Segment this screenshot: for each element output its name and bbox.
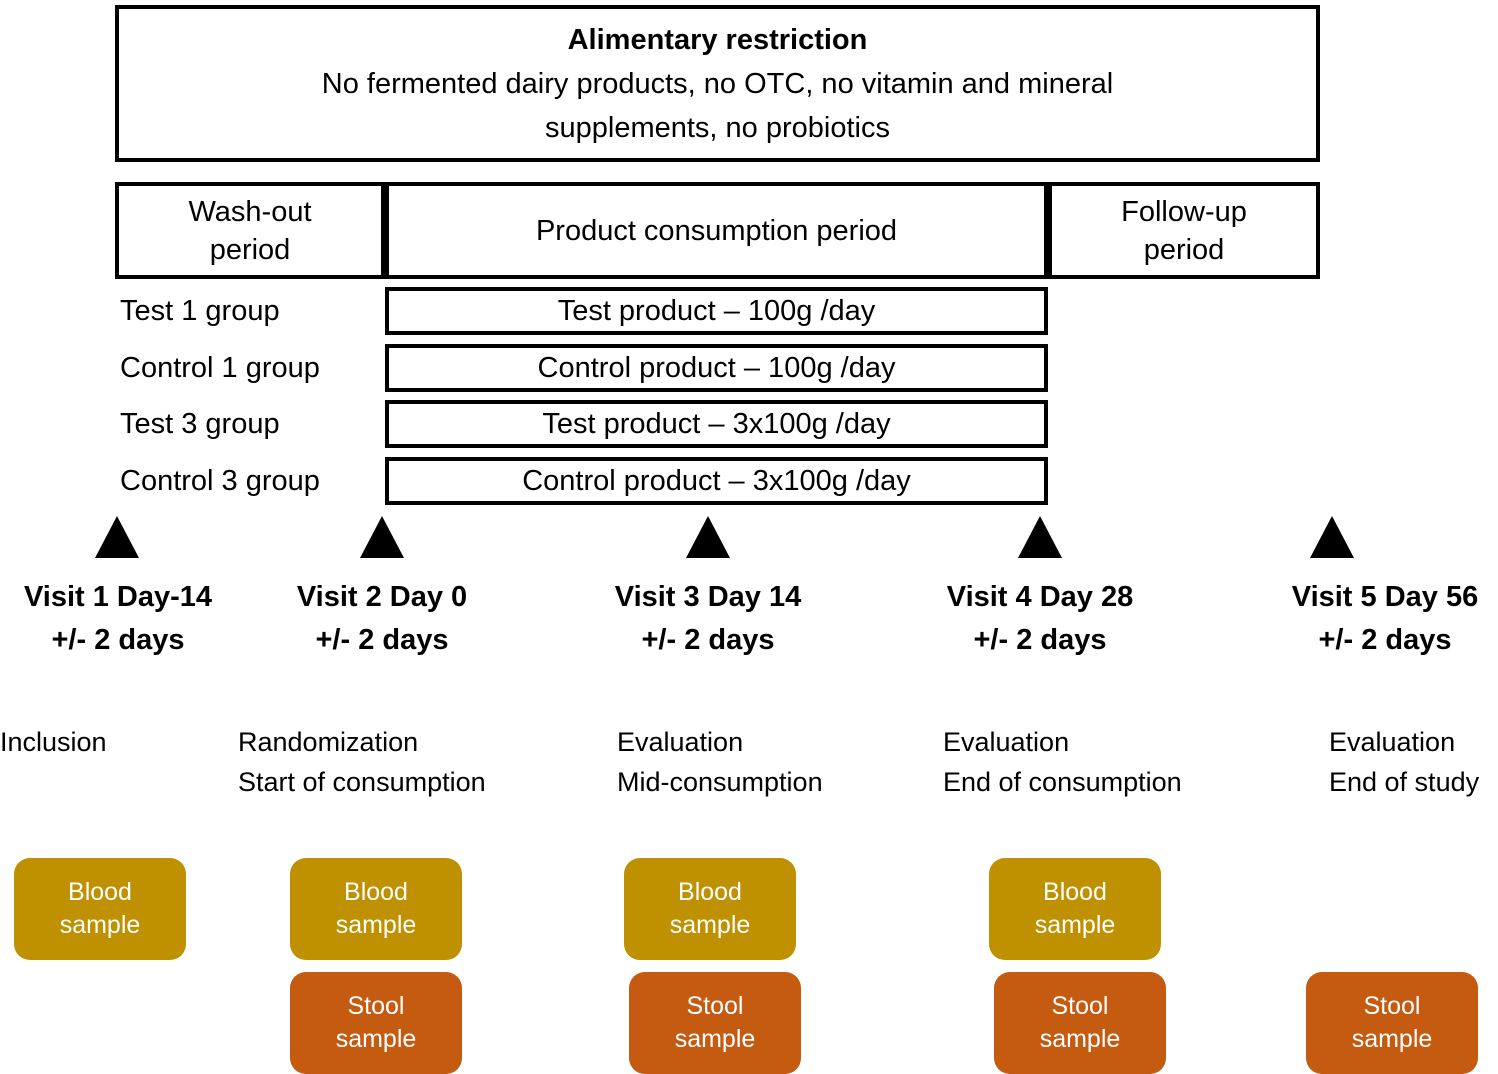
restriction-body: No fermented dairy products, no OTC, no … (321, 67, 1114, 144)
visit-5-activities: Evaluation End of study (1329, 722, 1479, 802)
group-bar-test1: Test product – 100g /day (385, 287, 1048, 335)
stool-sample-box-visit-2: Stool sample (290, 972, 462, 1074)
visit-1-name: Visit 1 Day-14 (23, 581, 213, 613)
blood-sample-box-visit-2: Blood sample (290, 858, 462, 960)
visit-2-activities: Randomization Start of consumption (238, 722, 486, 802)
stool-sample-label-visit-5: Stool sample (1351, 992, 1433, 1053)
washout-period-box: Wash-out period (115, 182, 385, 279)
group-label-control1: Control 1 group (120, 351, 320, 384)
alimentary-restriction-box: Alimentary restriction No fermented dair… (115, 5, 1320, 162)
visit-3-window: +/- 2 days (641, 624, 775, 656)
group-bar-test1-label: Test product – 100g /day (557, 294, 876, 327)
visit-2-window: +/- 2 days (315, 624, 449, 656)
visit-5-marker-triangle-icon (1310, 516, 1354, 558)
consumption-period-box: Product consumption period (385, 182, 1048, 279)
restriction-title: Alimentary restriction (567, 23, 868, 56)
visit-2-marker-triangle-icon (360, 516, 404, 558)
visit-3-activities: Evaluation Mid-consumption (617, 722, 823, 802)
visit-4-activities: Evaluation End of consumption (943, 722, 1182, 802)
visit-4-window: +/- 2 days (973, 624, 1107, 656)
group-bar-test3: Test product – 3x100g /day (385, 400, 1048, 448)
followup-period-label: Follow-up period (1121, 195, 1247, 266)
blood-sample-label-visit-3: Blood sample (669, 878, 751, 939)
visit-4-name: Visit 4 Day 28 (946, 581, 1134, 613)
visit-4-label: Visit 4 Day 28 +/- 2 days (920, 576, 1160, 662)
visit-1-label: Visit 1 Day-14 +/- 2 days (0, 576, 236, 662)
blood-sample-label-visit-1: Blood sample (59, 878, 141, 939)
visit-4-activity-line-2: End of consumption (943, 767, 1182, 797)
visit-1-marker-triangle-icon (95, 516, 139, 558)
blood-sample-label-visit-2: Blood sample (335, 878, 417, 939)
visit-1-activities: Inclusion (0, 722, 107, 762)
visit-5-window: +/- 2 days (1318, 624, 1452, 656)
visit-1-window: +/- 2 days (51, 624, 185, 656)
visit-1-activity-line-1: Inclusion (0, 727, 107, 757)
group-bar-control3-label: Control product – 3x100g /day (522, 464, 911, 497)
group-label-control3: Control 3 group (120, 464, 320, 497)
visit-2-name: Visit 2 Day 0 (296, 581, 468, 613)
group-bar-control1-label: Control product – 100g /day (537, 351, 896, 384)
blood-sample-label-visit-4: Blood sample (1034, 878, 1116, 939)
stool-sample-box-visit-3: Stool sample (629, 972, 801, 1074)
visit-4-activity-line-1: Evaluation (943, 727, 1070, 757)
visit-5-activity-line-1: Evaluation (1329, 727, 1456, 757)
visit-2-label: Visit 2 Day 0 +/- 2 days (262, 576, 502, 662)
blood-sample-box-visit-4: Blood sample (989, 858, 1161, 960)
visit-3-name: Visit 3 Day 14 (614, 581, 802, 613)
consumption-period-label: Product consumption period (535, 214, 898, 247)
group-bar-test3-label: Test product – 3x100g /day (542, 407, 891, 440)
visit-3-label: Visit 3 Day 14 +/- 2 days (588, 576, 828, 662)
visit-3-activity-line-1: Evaluation (617, 727, 744, 757)
visit-5-activity-line-2: End of study (1329, 767, 1480, 797)
visit-2-activity-line-2: Start of consumption (238, 767, 486, 797)
stool-sample-label-visit-4: Stool sample (1039, 992, 1121, 1053)
visit-3-marker-triangle-icon (686, 516, 730, 558)
visit-4-marker-triangle-icon (1018, 516, 1062, 558)
washout-period-label: Wash-out period (188, 195, 312, 266)
group-label-test3: Test 3 group (120, 407, 280, 440)
visit-5-name: Visit 5 Day 56 (1291, 581, 1479, 613)
followup-period-box: Follow-up period (1048, 182, 1320, 279)
visit-2-activity-line-1: Randomization (238, 727, 419, 757)
stool-sample-box-visit-5: Stool sample (1306, 972, 1478, 1074)
visit-5-label: Visit 5 Day 56 +/- 2 days (1272, 576, 1498, 662)
group-bar-control3: Control product – 3x100g /day (385, 457, 1048, 505)
visit-3-activity-line-2: Mid-consumption (617, 767, 823, 797)
stool-sample-label-visit-3: Stool sample (674, 992, 756, 1053)
blood-sample-box-visit-3: Blood sample (624, 858, 796, 960)
group-bar-control1: Control product – 100g /day (385, 344, 1048, 392)
blood-sample-box-visit-1: Blood sample (14, 858, 186, 960)
stool-sample-box-visit-4: Stool sample (994, 972, 1166, 1074)
group-label-test1: Test 1 group (120, 294, 280, 327)
stool-sample-label-visit-2: Stool sample (335, 992, 417, 1053)
